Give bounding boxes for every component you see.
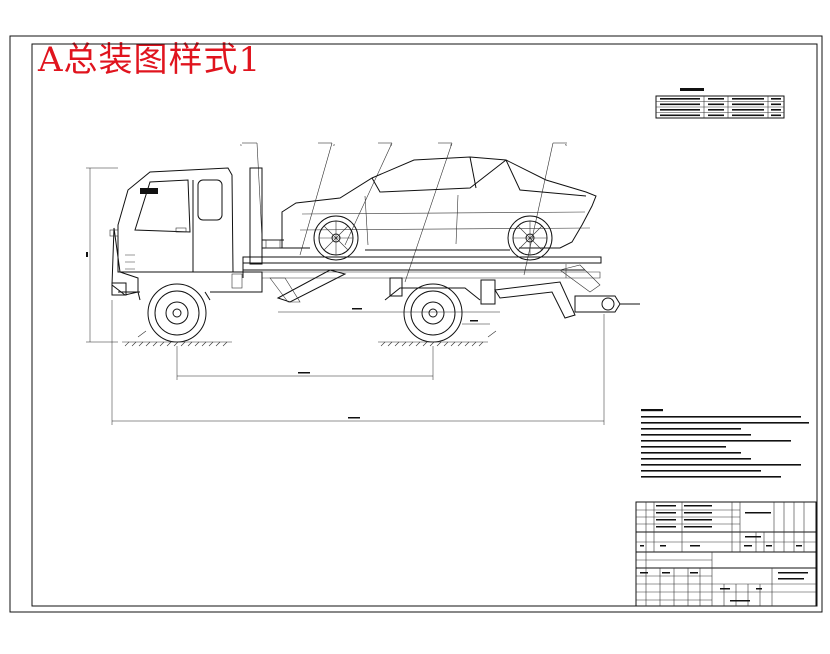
sedan-car [281, 156, 597, 261]
truck-cab [109, 167, 243, 296]
callout-1: 1 [240, 143, 242, 147]
title-block [635, 501, 817, 607]
callout-2: 2 [333, 143, 335, 147]
callout-numbers: 1 2 3 4 5 [240, 143, 567, 147]
outer-frame [9, 35, 823, 613]
rear-wheel [403, 283, 463, 343]
flatbed [242, 167, 640, 319]
inner-frame [31, 43, 818, 607]
chassis [118, 271, 481, 301]
callout-3: 3 [390, 143, 392, 147]
callout-4: 4 [450, 143, 452, 147]
front-wheel [147, 283, 207, 343]
dimension-lines [86, 167, 605, 425]
tech-params-table [655, 88, 785, 119]
callout-5: 5 [565, 143, 567, 147]
page-title: A总装图样式1 [38, 40, 262, 80]
technical-requirements [641, 409, 809, 478]
ground-marks [122, 330, 497, 347]
callout-leaders [242, 142, 567, 283]
